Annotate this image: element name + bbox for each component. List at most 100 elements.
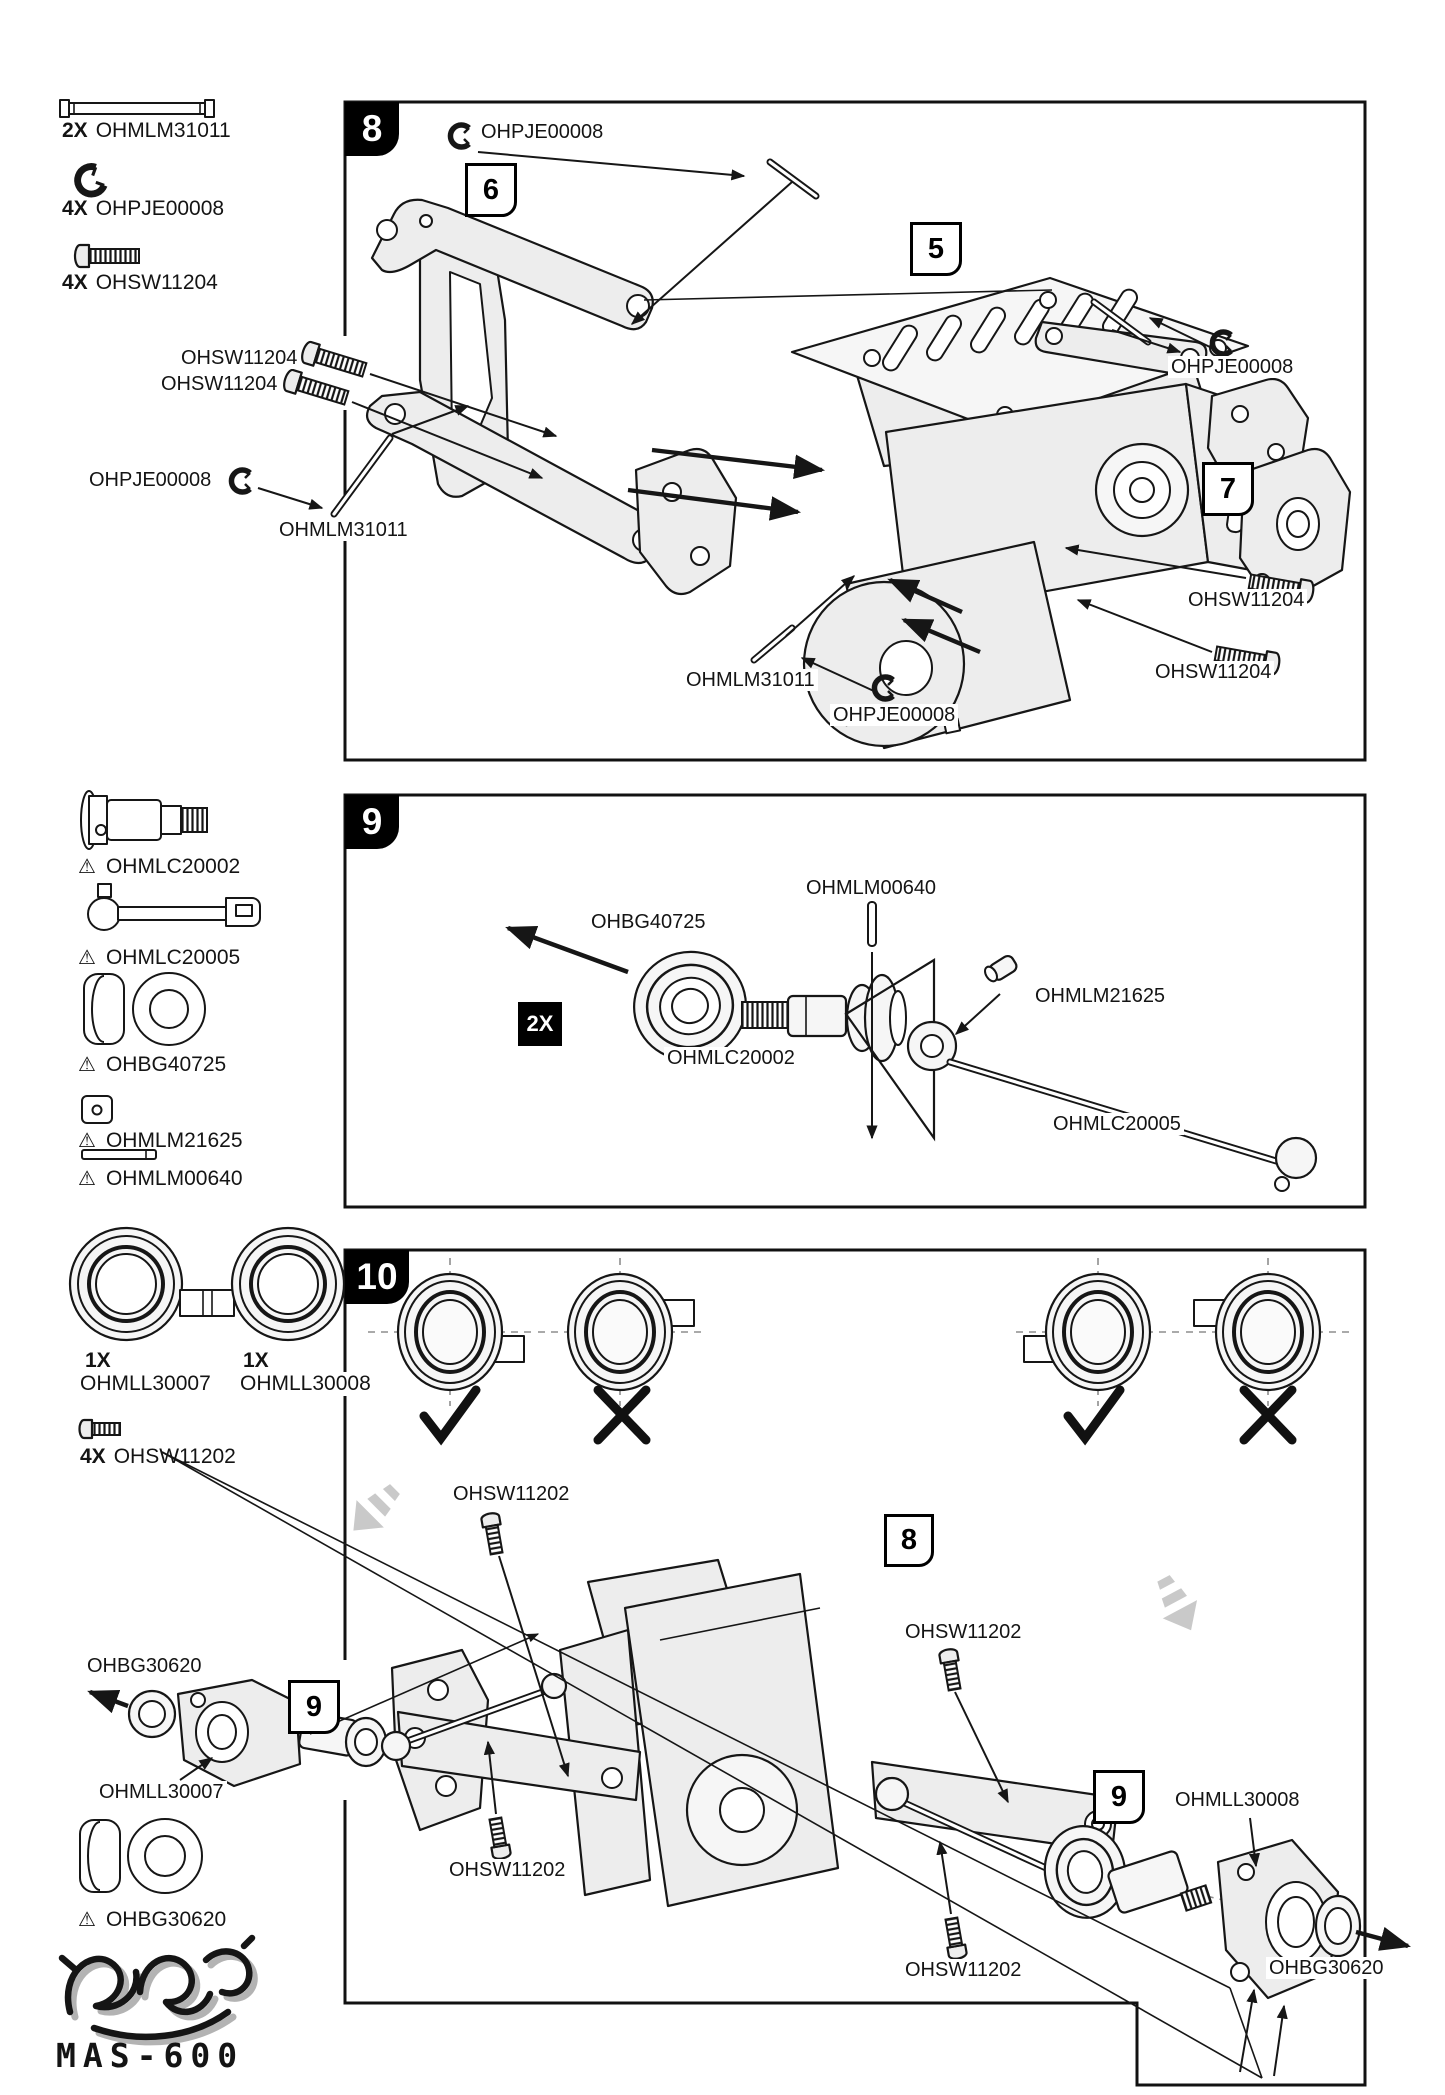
part-code: OHMLC20005 (105, 946, 241, 969)
part-code: OHMLM21625 (105, 1129, 243, 1152)
ref-badge-5: 5 (910, 222, 962, 276)
callout-label: OHMLL30007 (96, 1781, 227, 1804)
step10-screws (479, 1510, 1009, 1962)
parts-column-icons (58, 99, 346, 2046)
eclip-drawing (231, 470, 250, 492)
check-icon (1063, 1385, 1125, 1446)
step10-diagram (87, 1258, 1411, 2079)
parts-row: ⚠ OHBG40725 (78, 1052, 226, 1077)
ref-badge-9-left: 9 (288, 1680, 340, 1734)
step8-number-badge: 8 (345, 102, 399, 156)
hub-ring-right-icon (179, 1226, 346, 1342)
hinge-pin-icon (59, 99, 215, 118)
rear-gearbox-assembly (390, 1558, 1120, 1908)
screw-drawing (280, 367, 351, 410)
part-code: OHBG30620 (105, 1908, 227, 1931)
warning-icon: ⚠ (78, 1168, 96, 1190)
callout-label: OHPJE00008 (86, 469, 215, 492)
set-screw-drawing (954, 954, 1018, 1035)
ref-badge-6: 6 (465, 163, 517, 217)
parts-row: OHMLL30007 (80, 1372, 211, 1396)
part-code: OHSW11202 (113, 1445, 236, 1468)
callout-label: OHBG40725 (588, 911, 709, 934)
dogbone-icon (87, 883, 261, 931)
cross-icon (1239, 1385, 1297, 1445)
screw-drawing (298, 339, 369, 382)
callout-label: OHBG30620 (84, 1655, 205, 1678)
knuckle-orientation-row (368, 1258, 1350, 1446)
multiplier-2x-badge: 2X (518, 1002, 562, 1046)
warning-icon: ⚠ (78, 1909, 96, 1931)
parts-row: 4X OHPJE00008 (62, 197, 224, 221)
callout-label: OHPJE00008 (478, 121, 607, 144)
dogbone-drawing (906, 1020, 1318, 1192)
callout-label: OHMLM21625 (1032, 985, 1169, 1008)
callout-label: OHMLM00640 (803, 877, 940, 900)
parts-row: ⚠ OHMLM00640 (78, 1166, 243, 1191)
part-code: OHMLC20002 (105, 855, 241, 878)
callout-label: OHMLM31011 (276, 519, 411, 542)
callout-label: OHPJE00008 (1168, 356, 1297, 379)
bearing-drawing (633, 950, 747, 1062)
gray-direction-arrow (1142, 1565, 1213, 1644)
part-code: OHPJE00008 (95, 197, 225, 220)
part-qty: 4X (80, 1445, 106, 1468)
cross-pin-drawing (866, 901, 878, 1140)
parts-row: 4X OHSW11202 (80, 1445, 236, 1469)
model-name: MAS-600 (56, 2036, 245, 2075)
part-qty: 1X (85, 1349, 111, 1372)
step8-diagram (231, 125, 1352, 750)
eclip-drawing (450, 125, 469, 147)
part-qty-row: 1X (85, 1349, 111, 1373)
callout-label: OHSW11204 (158, 373, 281, 396)
eclip-icon (73, 164, 106, 199)
parts-row: OHMLL30008 (240, 1372, 371, 1396)
part-qty-row: 1X (243, 1349, 269, 1373)
part-code: OHMLL30007 (80, 1372, 211, 1395)
ref-badge-7: 7 (1202, 462, 1254, 516)
pointer-wedge (161, 1451, 1263, 2079)
small-pin-icon (81, 1149, 157, 1160)
step9-diagram (505, 901, 1318, 1192)
callout-label: OHMLL30008 (1172, 1789, 1303, 1812)
step9-number-badge: 9 (345, 795, 399, 849)
warning-icon: ⚠ (78, 947, 96, 969)
callout-label: OHSW11204 (1185, 589, 1308, 612)
step8-callout-graphics (231, 125, 1316, 699)
bearing-icon (83, 972, 206, 1046)
parts-row: 2X OHMLM31011 (62, 119, 231, 143)
ref-badge-9-right: 9 (1093, 1770, 1145, 1824)
part-qty: 1X (243, 1349, 269, 1372)
parts-row: ⚠ OHMLC20002 (78, 854, 240, 879)
part-code: OHMLL30008 (240, 1372, 371, 1395)
callout-label: OHSW11204 (178, 347, 301, 370)
set-screw-icon (81, 1095, 113, 1124)
callout-label: OHSW11202 (902, 1621, 1025, 1644)
callout-label: OHBG30620 (1266, 1957, 1387, 1980)
step10-number-badge: 10 (345, 1250, 409, 1304)
callout-label: OHPJE00008 (830, 704, 959, 727)
parts-row: 4X OHSW11204 (62, 271, 218, 295)
part-code: OHSW11204 (95, 271, 218, 294)
warning-icon: ⚠ (78, 1054, 96, 1076)
parts-row: ⚠ OHBG30620 (78, 1907, 226, 1932)
hub-ring-left-icon (68, 1226, 184, 1342)
stub-axle-icon (80, 790, 208, 850)
parts-row: ⚠ OHMLM21625 (78, 1128, 243, 1153)
warning-icon: ⚠ (78, 1130, 96, 1152)
callout-label: OHSW11202 (446, 1859, 569, 1882)
left-arm-assembly (365, 198, 738, 596)
install-arrow (505, 925, 629, 975)
callout-label: OHMLM31011 (683, 669, 818, 692)
ref-badge-8: 8 (884, 1514, 934, 1567)
part-code: OHMLM00640 (105, 1167, 243, 1190)
left-axle-subassembly (87, 1633, 568, 1788)
part-code: OHBG40725 (105, 1053, 227, 1076)
brand-graffiti-logo (58, 1934, 258, 2046)
cross-icon (593, 1385, 651, 1445)
callout-label: OHSW11204 (1152, 661, 1275, 684)
callout-label: OHSW11202 (902, 1959, 1025, 1982)
small-screw-icon (78, 1418, 122, 1440)
